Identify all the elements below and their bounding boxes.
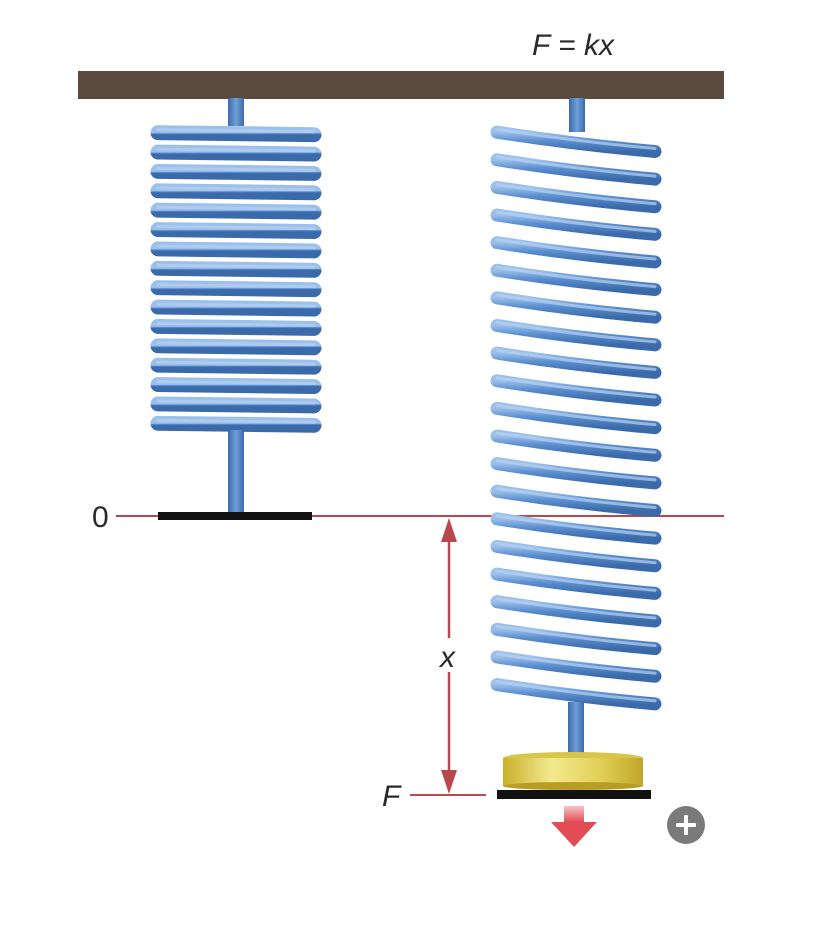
unstretched-spring-coil-highlight [156, 244, 316, 250]
unstretched-spring-coil [150, 183, 322, 201]
stretched-spring-coil [490, 567, 662, 600]
unstretched-spring-coil-highlight [156, 418, 316, 424]
unstretched-spring-coil [150, 318, 322, 336]
unstretched-spring-plate [158, 512, 312, 520]
stretched-spring-coil [490, 401, 662, 435]
stretched-spring [490, 98, 662, 760]
unstretched-spring-coil [150, 222, 322, 240]
stretched-spring-coil [490, 512, 662, 545]
unstretched-spring-coil-highlight [156, 205, 316, 211]
stretched-spring-coil [490, 291, 662, 324]
stretched-spring-coil-highlight [495, 403, 657, 427]
unstretched-spring-coil [150, 202, 322, 220]
stretched-spring-coil [490, 650, 662, 683]
stretched-spring-coil-highlight [495, 597, 657, 620]
stretched-spring-coil-highlight [495, 127, 657, 150]
unstretched-spring-coil-highlight [156, 225, 316, 231]
stretched-spring-coil [490, 484, 662, 518]
unstretched-spring-coil [150, 125, 322, 143]
unstretched-spring-coil-highlight [156, 380, 316, 386]
stretched-spring-coil-highlight [495, 348, 657, 371]
unstretched-spring-top-rod [228, 98, 244, 126]
force-direction-arrow [551, 806, 597, 847]
stretched-spring-coil-highlight [495, 624, 657, 648]
stretched-spring-top-rod [569, 98, 585, 132]
unstretched-spring-coil [150, 280, 322, 298]
stretched-spring-coil-highlight [495, 376, 657, 399]
unstretched-spring-coil [150, 415, 322, 433]
stretched-spring-coil [490, 678, 662, 711]
stretched-spring-coil [490, 318, 662, 352]
unstretched-spring [150, 98, 322, 520]
stretched-spring-coil-highlight [495, 431, 657, 454]
unstretched-spring-coils [150, 125, 322, 433]
stretched-spring-coil [490, 346, 662, 379]
stretched-spring-coil-highlight [495, 459, 657, 482]
unstretched-spring-coil-highlight [156, 321, 316, 327]
stretched-spring-plate [497, 790, 651, 799]
stretched-spring-coil [490, 153, 662, 186]
unstretched-spring-coil-highlight [156, 166, 316, 172]
unstretched-spring-coil-highlight [156, 147, 316, 153]
stretched-spring-coil [490, 595, 662, 628]
stretched-spring-coil [490, 374, 662, 407]
stretched-spring-coil-highlight [495, 265, 657, 289]
stretched-spring-coil [490, 457, 662, 490]
stretched-spring-coil [490, 622, 662, 656]
stretched-spring-coils [490, 125, 662, 711]
unstretched-spring-coil-highlight [156, 302, 316, 308]
unstretched-spring-coil [150, 144, 322, 162]
zero-label: 0 [92, 501, 109, 534]
stretched-spring-coil-highlight [495, 541, 657, 565]
stretched-spring-coil-highlight [495, 514, 657, 537]
stretched-spring-bottom-rod [568, 702, 584, 760]
stretched-spring-coil-highlight [495, 182, 657, 206]
stretched-spring-coil-highlight [495, 155, 657, 178]
stretched-spring-coil-highlight [495, 569, 657, 592]
unstretched-spring-coil-highlight [156, 263, 316, 269]
unstretched-spring-coil-highlight [156, 341, 316, 347]
ceiling-bar [78, 71, 724, 99]
unstretched-spring-coil [150, 241, 322, 259]
stretched-spring-coil-highlight [495, 238, 657, 261]
stretched-spring-coil [490, 208, 662, 241]
unstretched-spring-coil [150, 357, 322, 375]
stretched-spring-coil [490, 236, 662, 269]
unstretched-spring-coil [150, 260, 322, 278]
stretched-spring-coil [490, 180, 662, 214]
zoom-plus-button[interactable] [667, 806, 705, 844]
unstretched-spring-bottom-rod [228, 430, 244, 514]
force-label: F [382, 780, 402, 813]
unstretched-spring-coil [150, 377, 322, 395]
stretched-spring-coil-highlight [495, 320, 657, 344]
stretched-spring-coil-highlight [495, 210, 657, 233]
formula-label: F = kx [532, 29, 615, 62]
unstretched-spring-coil [150, 163, 322, 181]
hanging-weight [497, 752, 651, 799]
stretched-spring-coil-highlight [495, 486, 657, 510]
unstretched-spring-coil-highlight [156, 399, 316, 405]
stretched-spring-coil [490, 125, 662, 158]
stretched-spring-coil-highlight [495, 680, 657, 703]
unstretched-spring-coil-highlight [156, 128, 316, 134]
stretched-spring-coil-highlight [495, 293, 657, 316]
stretched-spring-coil-highlight [495, 652, 657, 675]
unstretched-spring-coil [150, 396, 322, 414]
unstretched-spring-coil-highlight [156, 283, 316, 289]
unstretched-spring-coil-highlight [156, 186, 316, 192]
unstretched-spring-coil-highlight [156, 360, 316, 366]
unstretched-spring-coil [150, 299, 322, 317]
stretched-spring-coil [490, 263, 662, 297]
stretched-spring-coil [490, 429, 662, 462]
unstretched-spring-coil [150, 338, 322, 356]
stretched-spring-coil [490, 539, 662, 573]
displacement-label: x [438, 641, 456, 674]
